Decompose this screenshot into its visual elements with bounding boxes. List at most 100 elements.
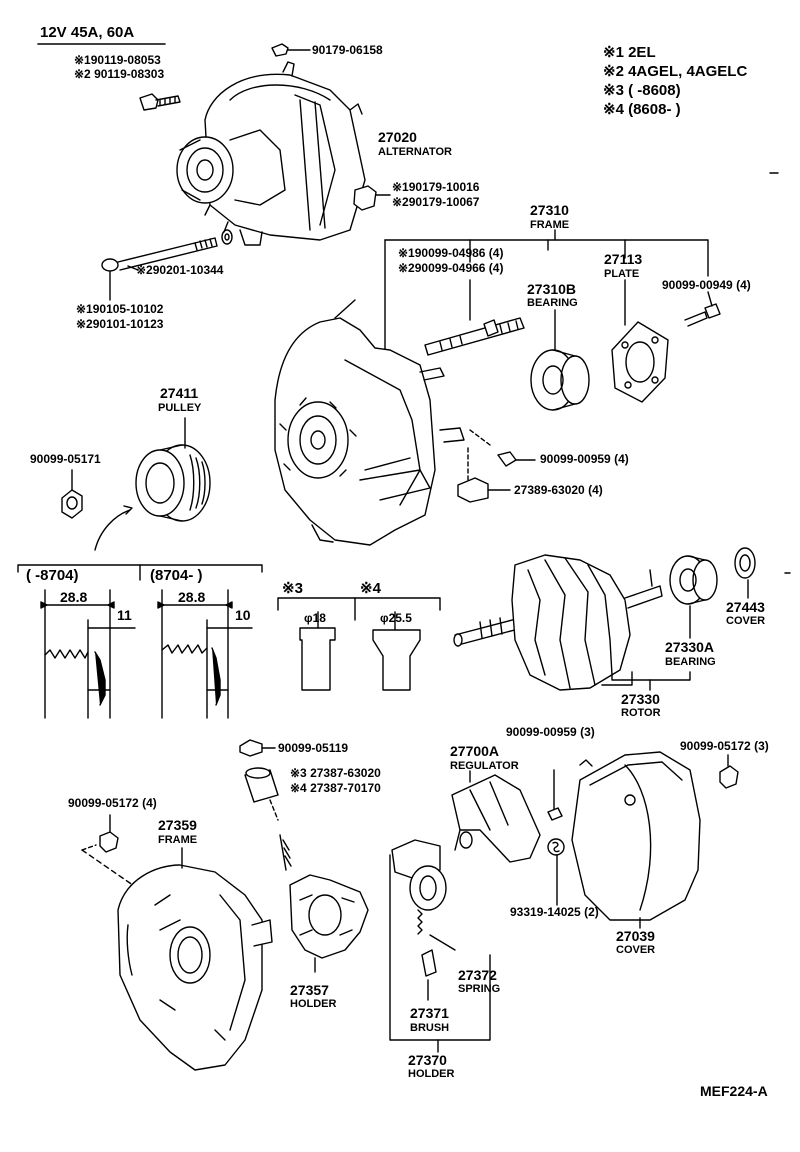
pulley-variant-range: (8704- ) (150, 567, 203, 584)
bolt-06158-icon (271, 43, 289, 57)
nut-05172-right-icon (719, 765, 739, 789)
part-label: 90099-05171 (30, 452, 101, 466)
legend-item-1: ※1 2EL (603, 44, 656, 61)
legend-item-3: ※3 ( -8608) (603, 82, 681, 99)
legend-text: 2EL (628, 44, 656, 61)
part-label: ※190119-08053 (74, 53, 161, 67)
part-number: 27310B (527, 281, 577, 297)
alternator-drawing (176, 61, 366, 246)
terminal-variant-mark: ※3 (282, 580, 303, 597)
part-number: 27330 (621, 691, 660, 707)
regulator-27700a-drawing (451, 770, 541, 863)
part-label: ※3 27387-63020 (290, 766, 381, 780)
part-label: 90099-00959 (4) (540, 452, 629, 466)
part-label: 90179-06158 (312, 43, 383, 57)
part-number: 27372 (458, 967, 497, 983)
legend-mark: ※4 (603, 101, 624, 118)
legend-mark: ※3 (603, 82, 624, 99)
part-name: PULLEY (158, 402, 202, 414)
legend-item-4: ※4 (8608- ) (603, 101, 681, 118)
part-name: BEARING (527, 297, 578, 309)
part-label: 27389-63020 (4) (514, 483, 603, 497)
part-name: SPRING (458, 983, 501, 995)
part-label: 93319-14025 (2) (510, 905, 599, 919)
stud-icon (424, 279, 525, 356)
long-bolt-icon (101, 229, 233, 301)
terminal-variant-mark: ※4 (360, 580, 381, 597)
part-label: 90099-05119 (278, 741, 349, 755)
part-name: COVER (616, 944, 656, 956)
part-label: ※190179-10016 (392, 180, 480, 194)
part-label: ※190099-04986 (4) (398, 246, 504, 260)
part-name: REGULATOR (450, 760, 519, 772)
pulley-dimension: 11 (117, 607, 132, 623)
part-label: ※290099-04966 (4) (398, 261, 504, 275)
part-label: 90099-05172 (3) (680, 739, 769, 753)
bolt-90119-icon (139, 93, 181, 111)
pulley-dimension: 10 (235, 607, 251, 623)
part-name: FRAME (530, 219, 570, 231)
rear-frame-27359-drawing (117, 847, 273, 1071)
legend-text: ( -8608) (628, 82, 681, 99)
nut-05119-icon (239, 739, 263, 757)
part-number: 27371 (410, 1005, 449, 1021)
part-name: PLATE (604, 268, 640, 280)
part-label: ※290201-10344 (136, 263, 224, 277)
terminal-diameter: φ25.5 (380, 611, 412, 625)
rear-cover-27039-drawing (571, 751, 701, 929)
part-number: 27310 (530, 202, 569, 218)
legend-text: 4AGEL, 4AGELC (628, 63, 748, 80)
part-number: 27039 (616, 928, 655, 944)
pulley-variant-details (17, 564, 263, 719)
plate-27113-icon (611, 279, 669, 403)
part-number: 27700A (450, 743, 500, 759)
part-name: BRUSH (410, 1022, 450, 1034)
part-label: 90099-00959 (3) (506, 725, 595, 739)
part-label: ※290179-10067 (392, 195, 480, 209)
part-label: ※290101-10123 (76, 317, 164, 331)
legend-mark: ※1 (603, 44, 624, 61)
pulley-dimension: 28.8 (60, 589, 88, 605)
part-label: ※190105-10102 (76, 302, 164, 316)
part-number: 27370 (408, 1052, 447, 1068)
terminal-insulator-icon (244, 767, 279, 821)
nut-05172-left-icon (99, 831, 119, 853)
part-number: 27411 (160, 385, 199, 401)
washer-14025-icon (547, 838, 565, 906)
part-label: ※2 90119-08303 (74, 67, 165, 81)
part-name: FRAME (158, 834, 198, 846)
part-number: 27443 (726, 599, 765, 615)
part-number: 27330A (665, 639, 715, 655)
part-number: 27020 (378, 129, 417, 145)
brush-holder-drawing (391, 839, 456, 1001)
part-label: ※4 27387-70170 (290, 781, 381, 795)
part-name: ALTERNATOR (378, 146, 452, 158)
bearing-27310b-icon (530, 309, 590, 411)
part-name: ROTOR (621, 707, 661, 719)
part-label: 90099-00949 (4) (662, 278, 751, 292)
screw-00949-icon (684, 291, 721, 327)
nut-90179-icon (353, 185, 377, 211)
part-number: 27113 (604, 251, 643, 267)
part-name: HOLDER (290, 998, 337, 1010)
pulley-dimension: 28.8 (178, 589, 206, 605)
terminal-variant-details (277, 597, 441, 691)
part-number: 27359 (158, 817, 197, 833)
diagram-title: 12V 45A, 60A (40, 24, 135, 41)
legend-text: (8608- ) (628, 101, 681, 118)
diagram-code: MEF224-A (700, 1083, 768, 1099)
part-name: COVER (726, 615, 766, 627)
bearing-27330a-icon (669, 555, 718, 639)
nut-05171-icon (61, 469, 83, 519)
part-label: 90099-05172 (4) (68, 796, 157, 810)
pulley-variant-range: ( -8704) (26, 567, 79, 584)
legend-item-2: ※2 4AGEL, 4AGELC (603, 63, 747, 80)
legend-mark: ※2 (603, 63, 624, 80)
part-number: 27357 (290, 982, 329, 998)
holder-27357-drawing (279, 834, 369, 973)
part-name: BEARING (665, 656, 716, 668)
pulley-27411-icon (135, 417, 211, 522)
part-name: HOLDER (408, 1068, 455, 1080)
terminal-diameter: φ18 (304, 611, 326, 625)
